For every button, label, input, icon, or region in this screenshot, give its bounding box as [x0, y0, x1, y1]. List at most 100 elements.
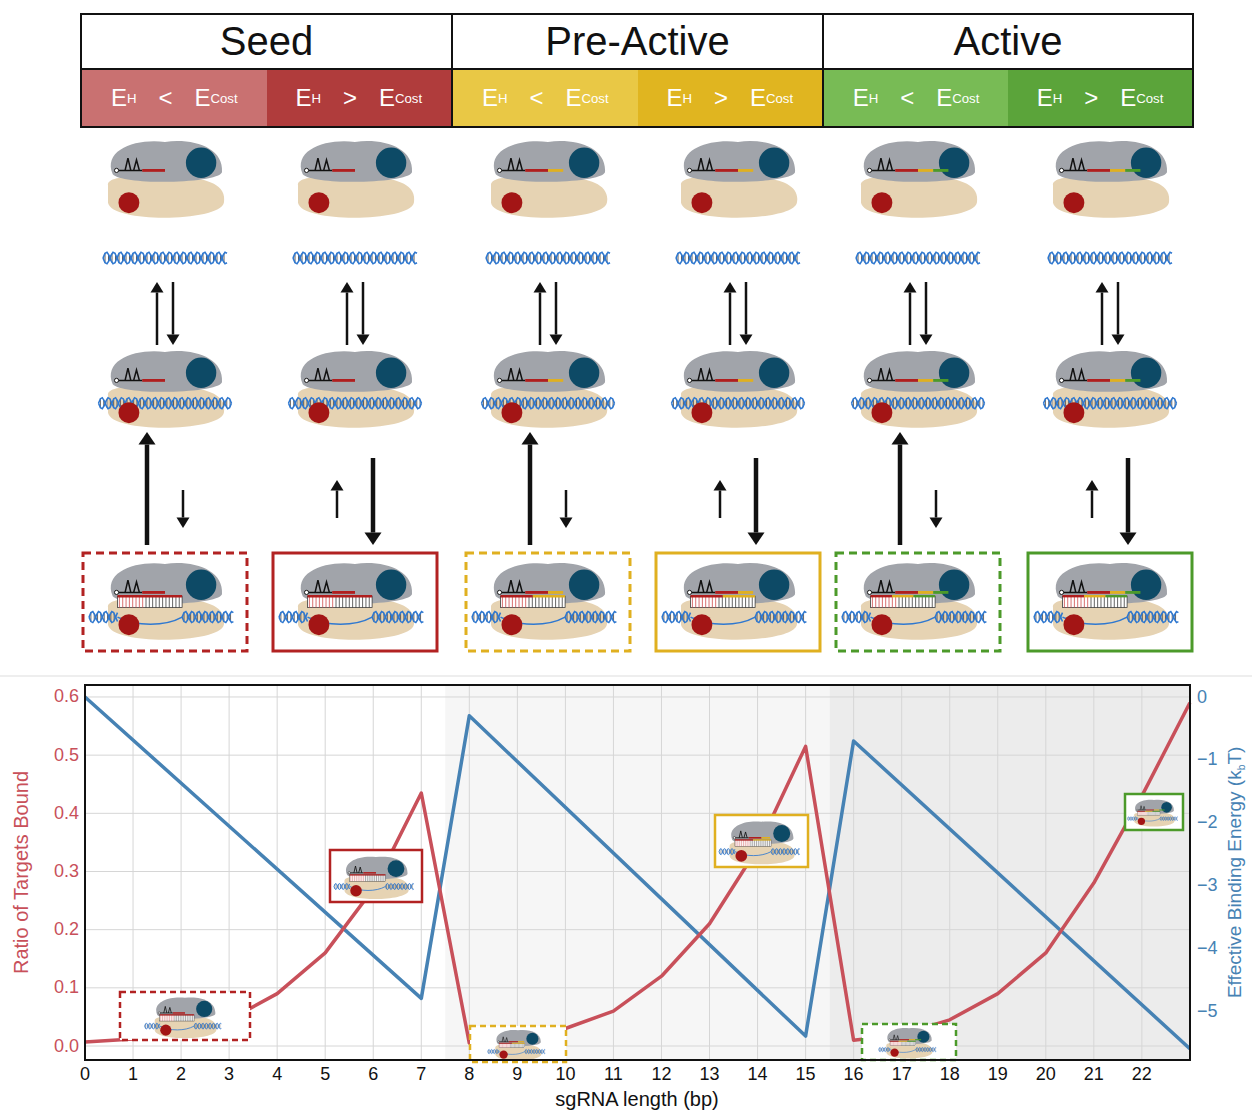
- free-dna: [293, 252, 417, 264]
- base-pair: [152, 596, 153, 607]
- hnh-domain: [759, 570, 789, 600]
- guide-segment: [1125, 169, 1140, 172]
- heteroduplex: [499, 1043, 525, 1048]
- base-pair: [1100, 596, 1101, 607]
- base-pair: [362, 596, 363, 607]
- base-pair: [1124, 596, 1125, 607]
- rec-lobe: [111, 141, 222, 182]
- guide-segment: [895, 591, 918, 594]
- base-pair: [509, 596, 510, 607]
- base-pair: [1081, 596, 1082, 607]
- axis-title-part: T): [1225, 746, 1246, 764]
- guide-segment: [1110, 379, 1125, 382]
- base-pair: [901, 1041, 902, 1046]
- base-pair: [166, 1015, 167, 1021]
- base-pair: [760, 840, 761, 846]
- cas9-complex: [472, 563, 616, 640]
- guide-segment: [715, 591, 738, 594]
- dna-strand: [1034, 612, 1063, 623]
- guide-segment: [308, 595, 373, 597]
- equilibrium-arrow: [539, 293, 542, 346]
- base-pair: [522, 1043, 523, 1048]
- base-pair: [369, 875, 370, 881]
- hnh-domain: [917, 1031, 929, 1043]
- base-pair: [183, 1015, 184, 1021]
- equilibrium-arrow: [182, 490, 185, 518]
- sgrna-end: [867, 378, 871, 382]
- guide-segment: [142, 169, 165, 172]
- base-pair: [352, 596, 353, 607]
- guide-segment: [350, 874, 386, 875]
- base-pair: [345, 596, 346, 607]
- base-pair: [767, 840, 768, 846]
- sgrna-end: [497, 378, 501, 382]
- dna-strand: [525, 1049, 545, 1053]
- base-pair: [1148, 811, 1149, 815]
- energy-symbol: E: [666, 84, 682, 112]
- base-pair: [365, 596, 366, 607]
- y-tick-label: 0.0: [54, 1036, 79, 1057]
- comparison-sign: <: [158, 84, 172, 112]
- base-pair: [763, 840, 764, 846]
- base-pair: [332, 596, 333, 607]
- ruvc-domain: [1063, 192, 1084, 213]
- equilibrium-arrow: [925, 282, 928, 335]
- base-pair: [932, 596, 933, 607]
- dna-strand: [662, 612, 691, 623]
- base-pair: [509, 1043, 510, 1048]
- base-pair: [732, 596, 733, 607]
- ruvc-domain: [501, 614, 522, 635]
- guide-segment: [915, 1039, 921, 1040]
- base-pair: [187, 1015, 188, 1021]
- base-pair: [355, 596, 356, 607]
- ruvc-domain: [1138, 818, 1145, 825]
- dna-strand: [916, 1047, 936, 1051]
- arrow-head: [331, 480, 344, 491]
- ruvc-domain: [1063, 614, 1084, 635]
- base-pair: [326, 596, 327, 607]
- arrow-head: [892, 432, 909, 445]
- energy-condition-cell: EH<ECost: [453, 68, 638, 126]
- x-tick-label: 13: [700, 1064, 720, 1085]
- arrow-head: [357, 335, 370, 346]
- arrow-head: [748, 533, 765, 546]
- sgrna-scaffold: [691, 368, 716, 380]
- ruvc-domain: [118, 402, 139, 423]
- dna-strand: [99, 398, 232, 409]
- base-pair: [367, 875, 368, 881]
- hnh-domain: [939, 570, 969, 600]
- state-box: [1028, 553, 1192, 651]
- base-pair: [1074, 596, 1075, 607]
- base-pair: [712, 596, 713, 607]
- hnh-domain: [526, 1033, 538, 1045]
- subscript: H: [127, 91, 137, 106]
- x-tick-label: 8: [464, 1064, 474, 1085]
- base-pair: [756, 840, 757, 846]
- base-pair: [745, 596, 746, 607]
- sgrna-scaffold: [350, 866, 364, 873]
- state-box: [273, 553, 437, 651]
- base-pair: [192, 1015, 193, 1021]
- heteroduplex: [1063, 596, 1128, 607]
- base-pair: [752, 840, 753, 846]
- sgrna-end: [304, 168, 308, 172]
- energy-symbol: E: [111, 84, 127, 112]
- cas9-complex: [681, 141, 797, 218]
- base-pair: [503, 1043, 504, 1048]
- equilibrium-arrow: [1101, 293, 1104, 346]
- base-pair: [745, 840, 746, 846]
- base-pair: [705, 596, 706, 607]
- base-pair: [499, 1043, 500, 1048]
- dna-strand: [372, 612, 423, 623]
- base-pair: [906, 1041, 907, 1046]
- state-box: [466, 553, 630, 651]
- arrow-head: [714, 480, 727, 491]
- base-pair: [369, 596, 370, 607]
- sgrna-end: [889, 1039, 891, 1041]
- base-pair: [155, 596, 156, 607]
- dna-strand: [935, 612, 986, 623]
- sgrna-end: [1059, 378, 1063, 382]
- hnh-domain: [939, 148, 969, 178]
